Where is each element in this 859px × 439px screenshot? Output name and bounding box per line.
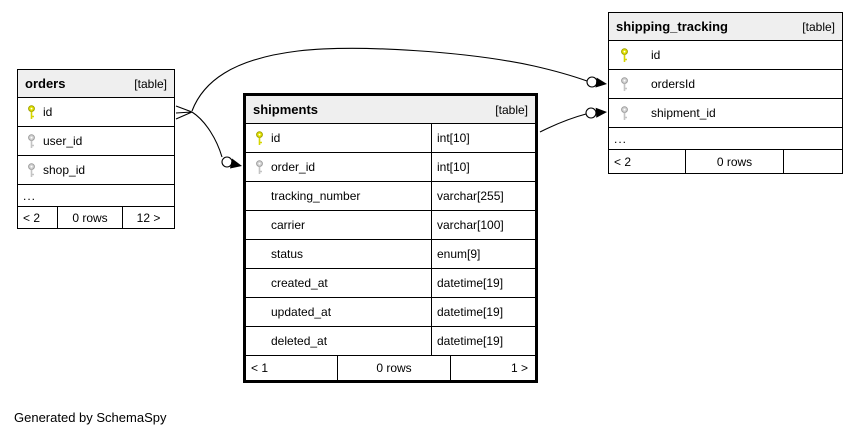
table-shipping-tracking: shipping_tracking [table] id ordersId sh…: [608, 12, 843, 174]
column-type: varchar[255]: [431, 182, 535, 210]
column-row: updated_at datetime[19]: [246, 298, 535, 327]
column-name: shipment_id: [651, 106, 716, 120]
foreign-key-icon: [256, 159, 263, 174]
table-shipments: shipments [table] id int[10] order_id in…: [243, 93, 538, 383]
column-type: datetime[19]: [431, 269, 535, 297]
foreign-key-icon: [28, 133, 35, 148]
column-row: order_id int[10]: [246, 153, 535, 182]
column-row: carrier varchar[100]: [246, 211, 535, 240]
column-row: deleted_at datetime[19]: [246, 327, 535, 356]
column-row: ordersId: [609, 70, 842, 99]
foreign-key-icon: [28, 162, 35, 177]
arrowhead-icon: [595, 107, 607, 118]
arrowhead-icon: [595, 77, 607, 88]
column-row: id: [609, 41, 842, 70]
column-name: ordersId: [651, 77, 696, 91]
table-tag: [table]: [802, 19, 835, 34]
column-type: enum[9]: [431, 240, 535, 268]
rows-count: 0 rows: [58, 207, 123, 228]
table-header[interactable]: shipments [table]: [246, 96, 535, 124]
foreign-key-icon: [621, 105, 628, 120]
column-type: datetime[19]: [431, 298, 535, 326]
table-name: shipments: [253, 102, 319, 117]
primary-key-icon: [28, 104, 35, 119]
column-type: datetime[19]: [431, 327, 535, 355]
degree-right-link[interactable]: 12 >: [136, 210, 161, 225]
column-type: varchar[100]: [431, 211, 535, 239]
column-type: int[10]: [431, 124, 535, 152]
table-footer: < 1 0 rows 1 >: [246, 356, 535, 380]
generated-by-note: Generated by SchemaSpy: [14, 410, 167, 425]
open-circle-marker: [221, 156, 233, 168]
rows-count: 0 rows: [686, 150, 784, 173]
column-name: created_at: [271, 276, 328, 290]
column-name: user_id: [43, 134, 83, 148]
degree-left-link[interactable]: < 1: [246, 356, 338, 380]
degree-right-link[interactable]: [784, 150, 842, 173]
column-type: int[10]: [431, 153, 535, 181]
column-name: id: [651, 48, 661, 62]
column-row: shipment_id: [609, 99, 842, 128]
table-header[interactable]: shipping_tracking [table]: [609, 13, 842, 41]
table-footer: < 2 0 rows: [609, 150, 842, 173]
crows-foot-orders-id: [175, 105, 193, 120]
table-orders: orders [table] id user_id shop_id ... < …: [17, 69, 175, 229]
table-header[interactable]: orders [table]: [18, 70, 174, 98]
column-name: carrier: [271, 218, 306, 232]
column-name: status: [271, 247, 304, 261]
table-tag: [table]: [134, 76, 167, 91]
column-name: updated_at: [271, 305, 332, 319]
hidden-columns-ellipsis: ...: [609, 128, 842, 150]
column-row: id: [18, 98, 174, 127]
foreign-key-icon: [621, 76, 628, 91]
column-row: shop_id: [18, 156, 174, 185]
primary-key-icon: [256, 130, 263, 145]
column-row: status enum[9]: [246, 240, 535, 269]
open-circle-marker: [586, 76, 598, 88]
degree-right-link[interactable]: 1 >: [510, 361, 528, 375]
column-row: user_id: [18, 127, 174, 156]
column-name: id: [43, 105, 53, 119]
column-name: tracking_number: [271, 189, 361, 203]
column-name: order_id: [271, 160, 316, 174]
arrowhead-icon: [230, 158, 242, 169]
primary-key-icon: [621, 47, 628, 62]
degree-left-link[interactable]: < 2: [609, 150, 686, 173]
table-name: shipping_tracking: [616, 19, 728, 34]
column-row: tracking_number varchar[255]: [246, 182, 535, 211]
table-tag: [table]: [495, 102, 528, 117]
rows-count: 0 rows: [338, 356, 451, 380]
column-name: shop_id: [43, 163, 86, 177]
column-row: created_at datetime[19]: [246, 269, 535, 298]
table-name: orders: [25, 76, 66, 91]
column-name: deleted_at: [271, 334, 328, 348]
degree-left-link[interactable]: < 2: [18, 207, 58, 228]
column-name: id: [271, 131, 281, 145]
table-footer: < 2 0 rows 12 >: [18, 207, 174, 228]
relationship-line-shipments-shipping-tracking: [539, 113, 587, 133]
open-circle-marker: [585, 107, 597, 119]
hidden-columns-ellipsis: ...: [18, 185, 174, 207]
column-row: id int[10]: [246, 124, 535, 153]
relationship-line-orders-shipments: [191, 111, 223, 158]
